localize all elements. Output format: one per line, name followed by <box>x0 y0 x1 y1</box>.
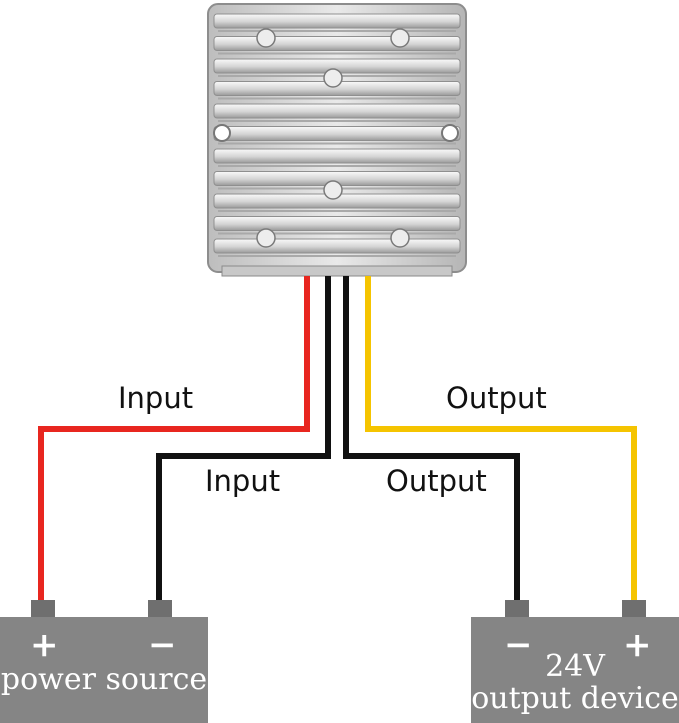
power-positive-terminal <box>31 600 55 618</box>
heatsink-converter-icon <box>207 3 467 277</box>
black-input-wire <box>156 276 331 603</box>
heatsink-fin <box>213 103 461 119</box>
output-negative-terminal <box>505 600 529 618</box>
yellow-output-wire <box>365 276 637 603</box>
heatsink-fin <box>213 36 461 51</box>
red-input-wire <box>38 276 310 603</box>
input-label-black: Input <box>205 464 280 498</box>
heatsink-fin <box>213 13 461 29</box>
heatsink-fin <box>213 126 461 141</box>
output-label-black: Output <box>386 464 487 498</box>
power-negative-terminal <box>148 600 172 618</box>
power-source-box: + − power source <box>0 600 208 723</box>
output-device-box: − + 24V output device <box>471 600 679 723</box>
output-voltage-label: 24V <box>545 649 606 684</box>
output-label-yellow: Output <box>446 381 547 415</box>
output-plus-sign: + <box>623 625 652 665</box>
output-minus-sign: − <box>504 625 533 665</box>
heatsink-fin <box>213 148 461 164</box>
power-minus-sign: − <box>148 625 177 665</box>
black-output-wire <box>343 276 520 603</box>
output-positive-terminal <box>622 600 646 618</box>
power-plus-sign: + <box>30 625 59 665</box>
output-device-label: output device <box>471 681 679 716</box>
heatsink-fin <box>213 238 461 254</box>
heatsink-fin <box>213 216 461 231</box>
power-source-label: power source <box>1 662 207 697</box>
input-label-red: Input <box>118 381 193 415</box>
